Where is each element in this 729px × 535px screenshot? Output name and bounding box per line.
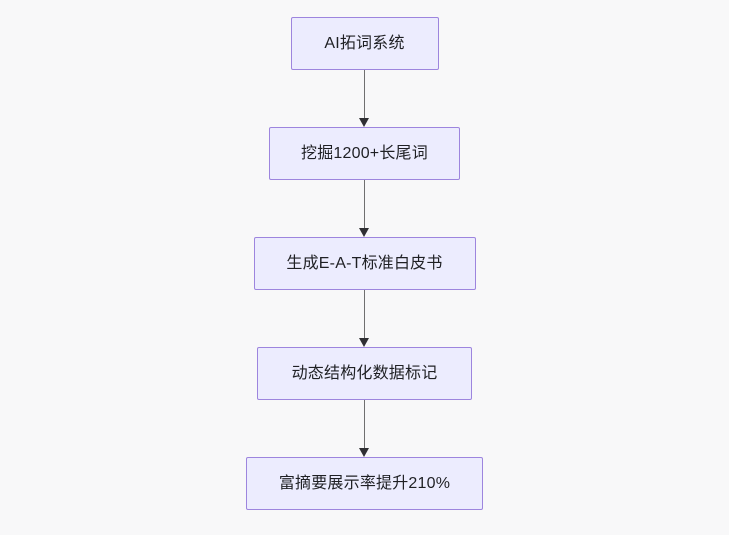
edge-line bbox=[363, 70, 366, 118]
flowchart-edge-n3-n4 bbox=[358, 290, 372, 347]
flowchart-node-label: 挖掘1200+长尾词 bbox=[301, 144, 428, 162]
flowchart-node-label: AI拓词系统 bbox=[324, 34, 405, 52]
edge-line bbox=[363, 400, 366, 448]
flowchart-node-ai-keyword-system[interactable]: AI拓词系统 bbox=[290, 17, 439, 70]
flowchart-node-eat-whitepaper[interactable]: 生成E-A-T标准白皮书 bbox=[253, 237, 476, 290]
flowchart-node-label: 动态结构化数据标记 bbox=[291, 364, 438, 382]
flowchart-node-structured-data-markup[interactable]: 动态结构化数据标记 bbox=[257, 347, 472, 400]
flowchart-node-rich-snippet-result[interactable]: 富摘要展示率提升210% bbox=[246, 457, 483, 510]
flowchart-node-label: 生成E-A-T标准白皮书 bbox=[286, 254, 443, 272]
edge-line bbox=[363, 180, 366, 228]
flowchart-node-label: 富摘要展示率提升210% bbox=[278, 474, 451, 492]
arrow-down-icon bbox=[359, 338, 369, 347]
edge-line bbox=[363, 290, 366, 338]
arrow-down-icon bbox=[359, 448, 369, 457]
flowchart-edge-n1-n2 bbox=[358, 70, 372, 127]
flowchart-node-longtail-keywords[interactable]: 挖掘1200+长尾词 bbox=[269, 127, 460, 180]
arrow-down-icon bbox=[359, 118, 369, 127]
arrow-down-icon bbox=[359, 228, 369, 237]
flowchart-edge-n4-n5 bbox=[358, 400, 372, 457]
flowchart-edge-n2-n3 bbox=[358, 180, 372, 237]
